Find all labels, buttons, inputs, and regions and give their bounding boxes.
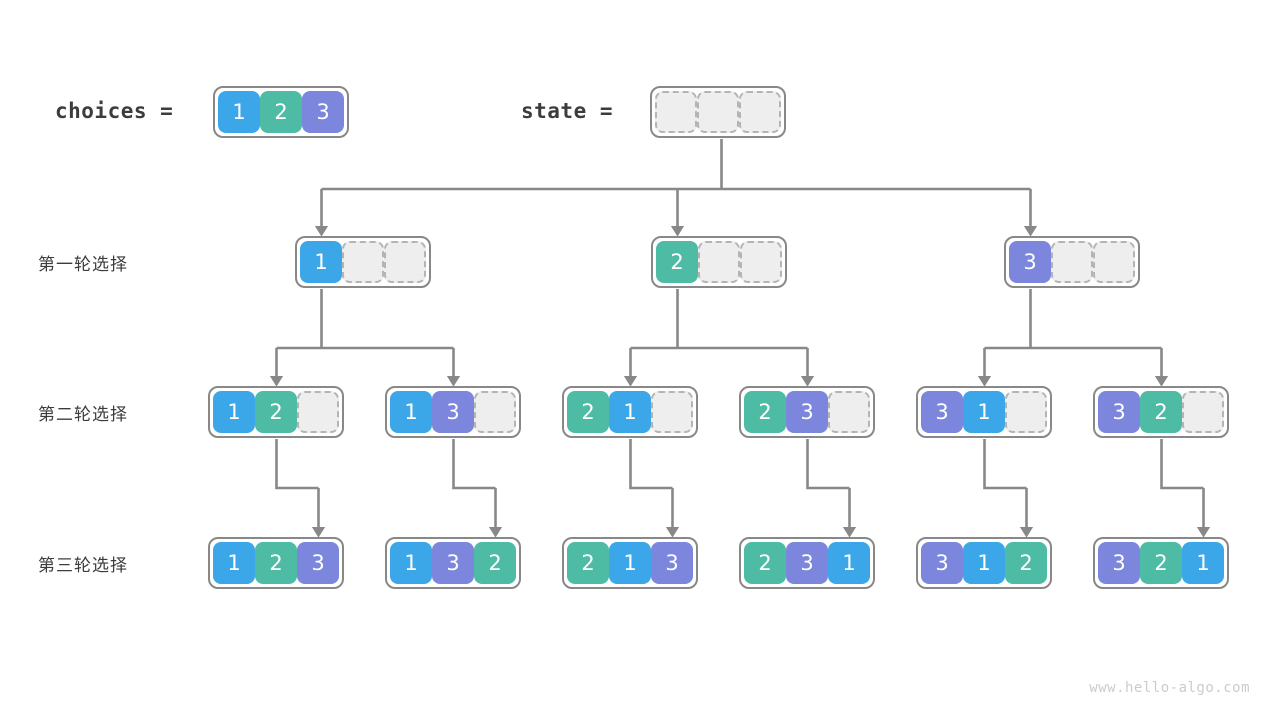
array-cell-value-3: 3 — [432, 391, 474, 433]
array-cell-empty — [342, 241, 384, 283]
array-cell-value-2: 2 — [744, 542, 786, 584]
array-cell-value-3: 3 — [651, 542, 693, 584]
array-cell-value-2: 2 — [656, 241, 698, 283]
array-cell-value-2: 2 — [260, 91, 302, 133]
array-cell-value-3: 3 — [1098, 391, 1140, 433]
array-cell-value-1: 1 — [828, 542, 870, 584]
array-cell-value-3: 3 — [1009, 241, 1051, 283]
array-cell-empty — [651, 391, 693, 433]
array-cell-empty — [384, 241, 426, 283]
state-label: state = — [521, 99, 614, 123]
array-cell-value-3: 3 — [921, 391, 963, 433]
row-label-round-1: 第一轮选择 — [38, 255, 128, 275]
array-cell-value-2: 2 — [744, 391, 786, 433]
connector-line — [1160, 439, 1204, 490]
array-cell-value-3: 3 — [297, 542, 339, 584]
array-cell-value-2: 2 — [255, 391, 297, 433]
watermark: www.hello-algo.com — [1089, 680, 1250, 696]
connector-line — [983, 439, 1027, 490]
state-array — [650, 86, 786, 138]
round1-node-2: 2 — [651, 236, 787, 288]
array-cell-empty — [1182, 391, 1224, 433]
array-cell-empty — [474, 391, 516, 433]
array-cell-value-2: 2 — [255, 542, 297, 584]
array-cell-value-3: 3 — [302, 91, 344, 133]
row-label-round-3: 第三轮选择 — [38, 556, 128, 576]
array-cell-value-1: 1 — [300, 241, 342, 283]
array-cell-value-1: 1 — [609, 542, 651, 584]
array-cell-empty — [1005, 391, 1047, 433]
array-cell-value-1: 1 — [609, 391, 651, 433]
array-cell-value-2: 2 — [567, 542, 609, 584]
connector-line — [806, 439, 850, 490]
array-cell-value-3: 3 — [921, 542, 963, 584]
array-cell-value-1: 1 — [963, 542, 1005, 584]
array-cell-empty — [828, 391, 870, 433]
array-cell-value-2: 2 — [1140, 391, 1182, 433]
array-cell-value-2: 2 — [1005, 542, 1047, 584]
connector-line — [452, 439, 496, 490]
array-cell-value-1: 1 — [1182, 542, 1224, 584]
array-cell-value-1: 1 — [218, 91, 260, 133]
array-cell-empty — [297, 391, 339, 433]
round1-node-3: 3 — [1004, 236, 1140, 288]
array-cell-empty — [697, 91, 739, 133]
array-cell-value-1: 1 — [213, 542, 255, 584]
array-cell-value-1: 1 — [213, 391, 255, 433]
array-cell-value-3: 3 — [432, 542, 474, 584]
array-cell-value-3: 3 — [786, 542, 828, 584]
array-cell-value-2: 2 — [474, 542, 516, 584]
array-cell-value-2: 2 — [1140, 542, 1182, 584]
array-cell-empty — [740, 241, 782, 283]
array-cell-value-1: 1 — [963, 391, 1005, 433]
array-cell-value-3: 3 — [1098, 542, 1140, 584]
array-cell-value-1: 1 — [390, 391, 432, 433]
array-cell-empty — [698, 241, 740, 283]
array-cell-value-1: 1 — [390, 542, 432, 584]
round1-node-1: 1 — [295, 236, 431, 288]
array-cell-empty — [1093, 241, 1135, 283]
array-cell-empty — [739, 91, 781, 133]
choices-label: choices = — [55, 99, 174, 123]
array-cell-value-2: 2 — [567, 391, 609, 433]
array-cell-empty — [1051, 241, 1093, 283]
connector-line — [275, 439, 319, 490]
array-cell-empty — [655, 91, 697, 133]
row-label-round-2: 第二轮选择 — [38, 405, 128, 425]
array-cell-value-3: 3 — [786, 391, 828, 433]
connector-line — [629, 439, 673, 490]
